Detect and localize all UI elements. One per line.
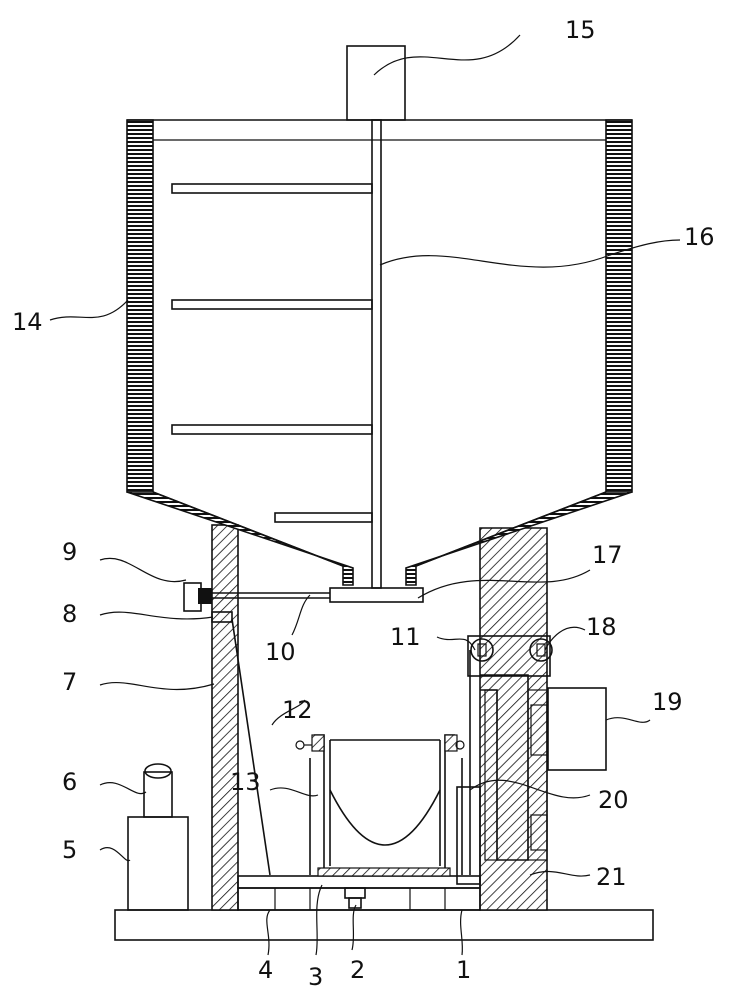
label-11: 11 (390, 623, 421, 651)
slider-block-a (530, 704, 548, 756)
motor-box (127, 816, 189, 911)
bucket-outer (314, 734, 455, 873)
label-16: 16 (684, 223, 715, 251)
label-5: 5 (62, 836, 77, 864)
paddle-3 (171, 424, 373, 435)
label-15: 15 (565, 16, 596, 44)
label-21: 21 (596, 863, 627, 891)
label-12: 12 (282, 696, 313, 724)
paddle-2 (171, 299, 373, 310)
tilt-rod-12 (231, 618, 271, 876)
label-13: 13 (230, 768, 261, 796)
base-plate (114, 909, 654, 941)
label-6: 6 (62, 768, 77, 796)
tray-support (309, 758, 463, 875)
label-18: 18 (586, 613, 617, 641)
roller-left (470, 638, 494, 662)
tank-wall-left (126, 119, 154, 493)
right-column (479, 527, 548, 911)
label-2: 2 (350, 956, 365, 984)
label-1: 1 (456, 956, 471, 984)
label-9: 9 (62, 538, 77, 566)
label-17: 17 (592, 541, 623, 569)
roller-right (529, 638, 553, 662)
paddle-1 (171, 183, 373, 194)
label-4: 4 (258, 956, 273, 984)
paddle-4 (274, 512, 373, 523)
label-19: 19 (652, 688, 683, 716)
bucket-inner (329, 740, 441, 866)
rotation-shaft-2 (344, 887, 366, 899)
right-column-slot (527, 689, 548, 861)
label-7: 7 (62, 668, 77, 696)
tank-wall-right (605, 119, 633, 493)
control-box (547, 687, 607, 771)
stirring-shaft (371, 119, 382, 589)
label-20: 20 (598, 786, 629, 814)
label-10: 10 (265, 638, 296, 666)
discharge-valve (329, 587, 424, 603)
label-8: 8 (62, 600, 77, 628)
left-column (211, 524, 239, 911)
leader-lines (49, 34, 681, 956)
motor-cap (144, 763, 172, 779)
tray-platform (237, 875, 481, 889)
bucket-basket (329, 789, 441, 846)
bucket-bottom (317, 867, 451, 877)
guide-rail (456, 786, 481, 885)
right-column-inner (484, 689, 498, 861)
label-14: 14 (12, 308, 43, 336)
motor-top (143, 771, 173, 818)
top-motor (346, 45, 406, 121)
label-3: 3 (308, 963, 323, 991)
slider-block-b (530, 814, 548, 851)
tank-cone-left (126, 491, 354, 586)
